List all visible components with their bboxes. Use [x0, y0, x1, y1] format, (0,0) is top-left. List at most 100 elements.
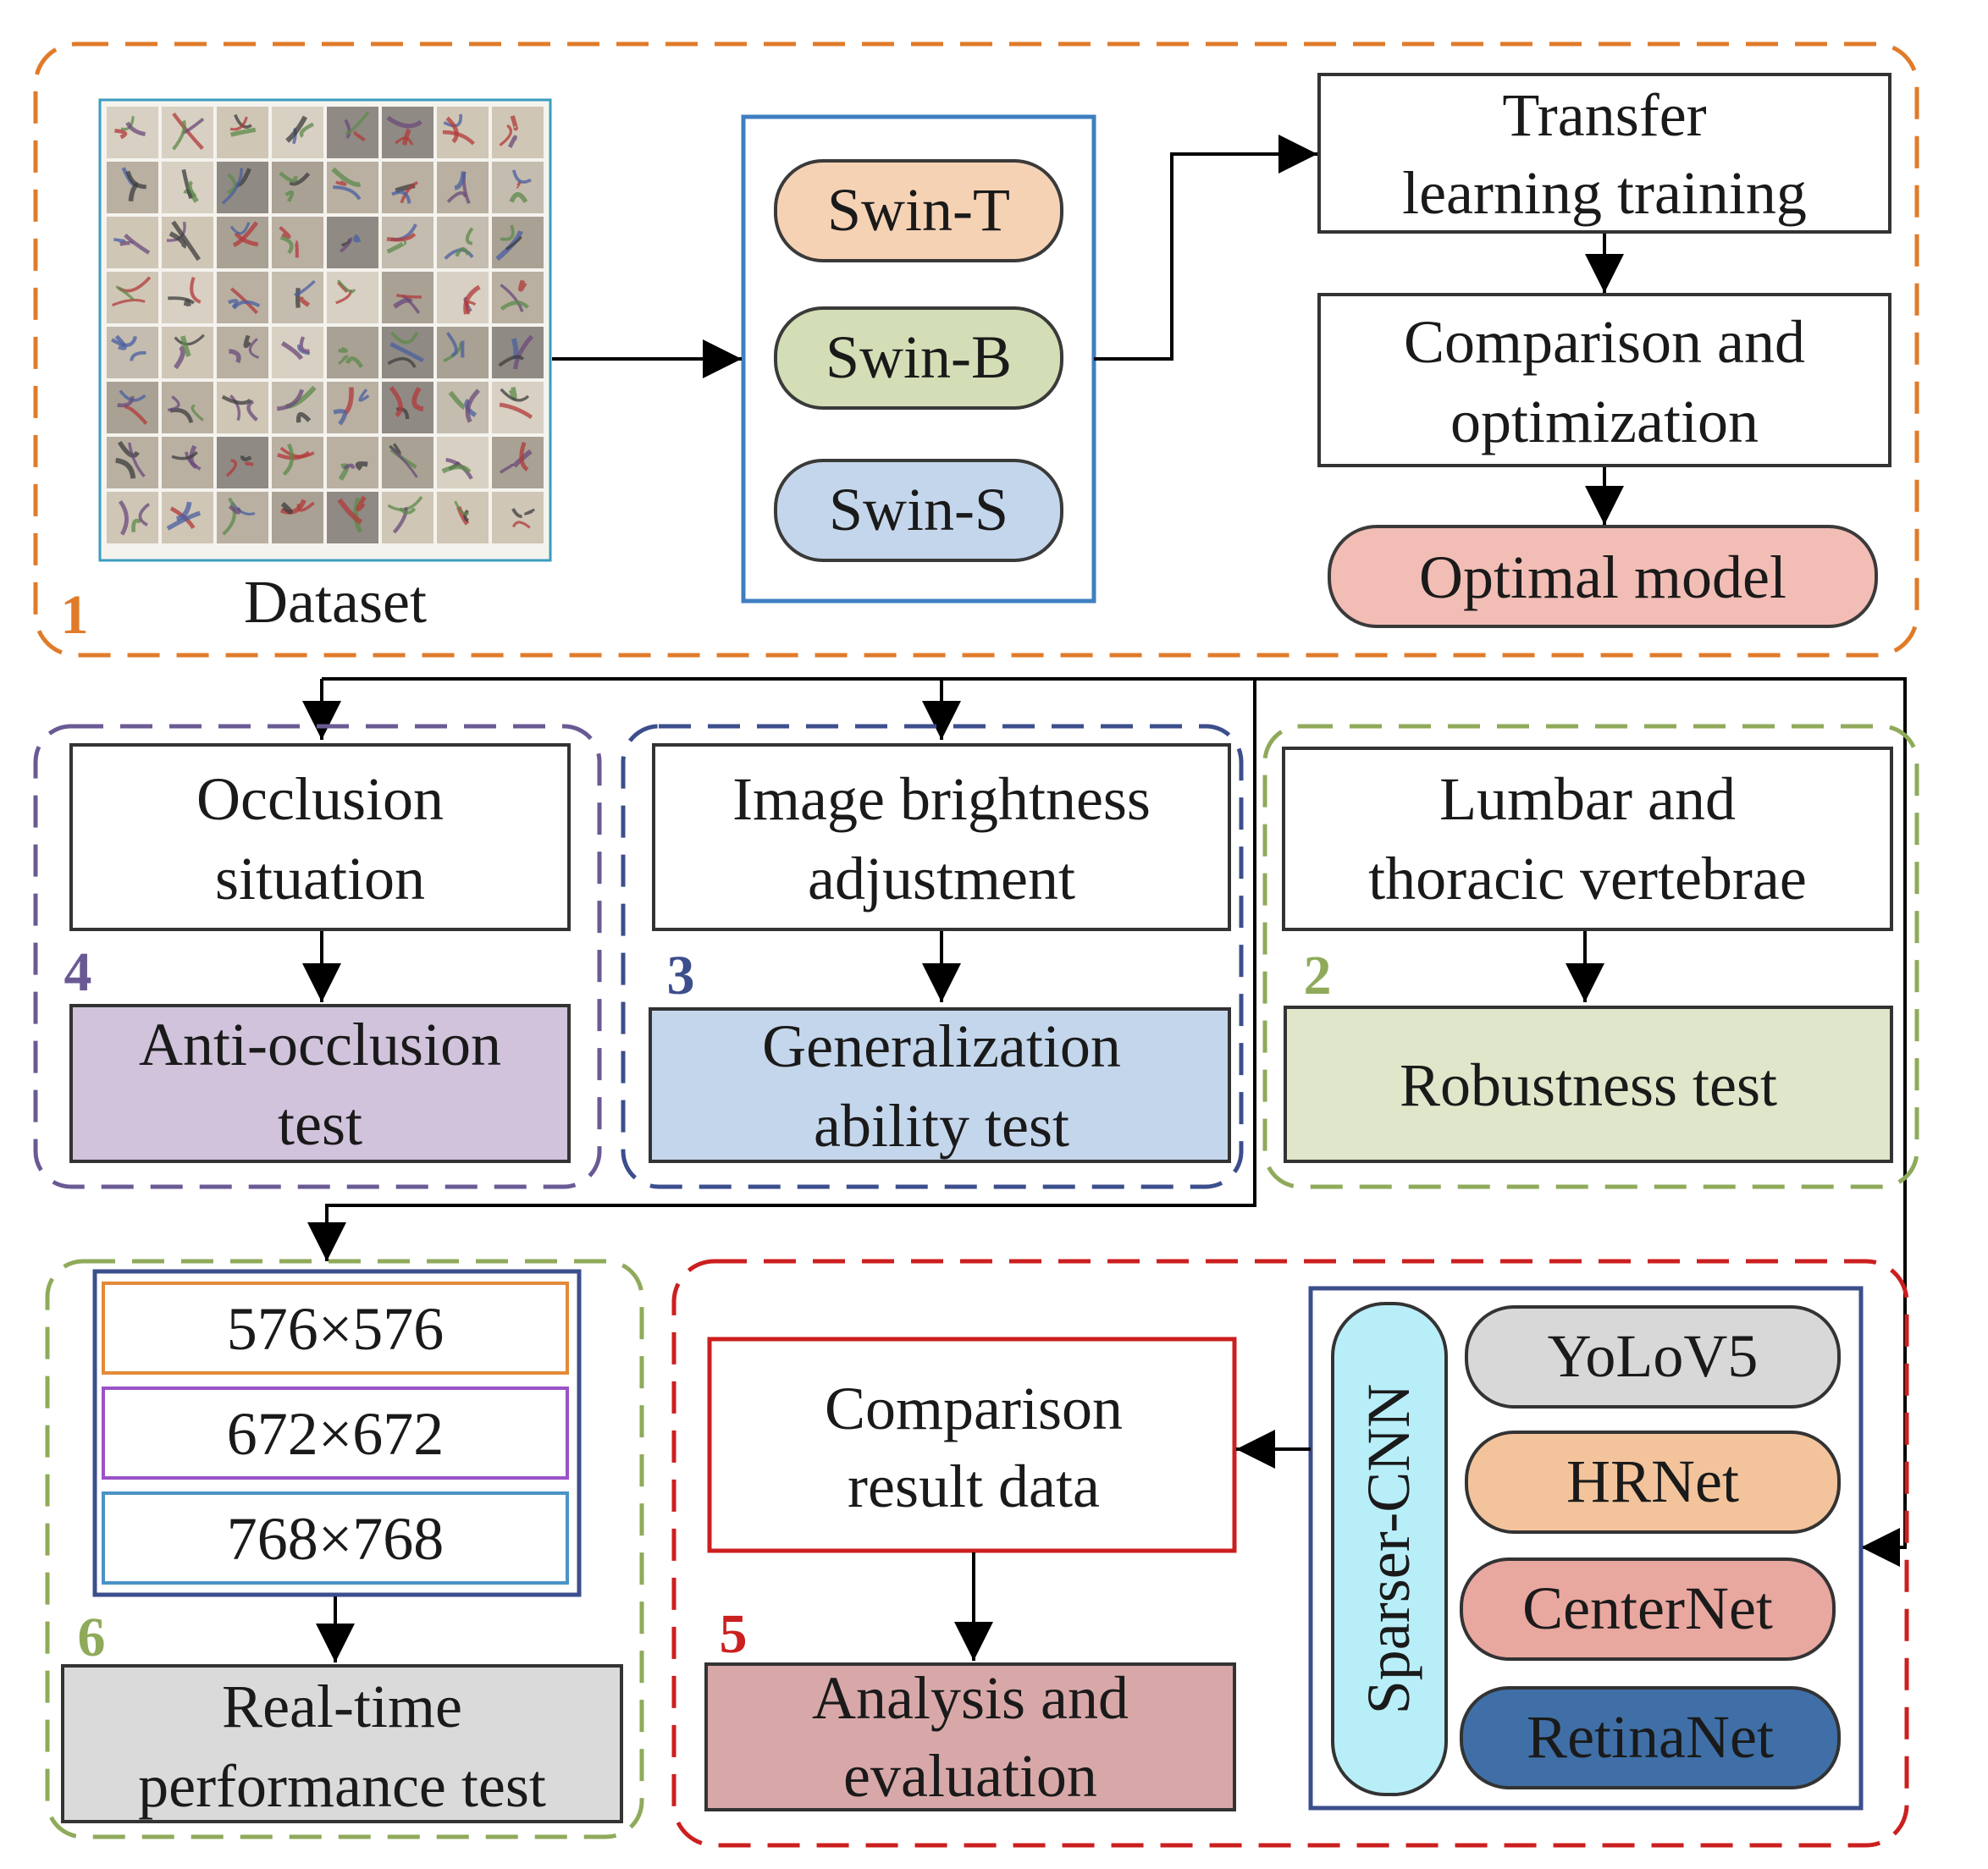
dataset-thumbnail-stroke — [445, 116, 459, 144]
swin-b-label: Swin-B — [826, 323, 1012, 391]
dataset-thumbnail-stroke — [279, 499, 306, 515]
dataset-thumbnail-stroke — [454, 171, 467, 190]
retinanet-label: RetinaNet — [1527, 1703, 1774, 1771]
dataset-thumbnail-stroke — [181, 168, 193, 200]
connector-to-section6 — [307, 679, 1256, 1261]
swin-t-pill — [774, 159, 1063, 262]
dataset-thumbnail-stroke — [524, 508, 535, 515]
dataset-thumbnail-stroke — [114, 334, 127, 350]
transfer-learning-box — [1317, 73, 1891, 234]
generalization-line2: ability test — [814, 1092, 1069, 1160]
swin-b-pill — [774, 306, 1063, 410]
dataset-thumbnail-stroke — [138, 503, 151, 527]
dataset-thumbnail — [107, 327, 158, 378]
dataset-thumbnail-stroke — [411, 386, 424, 412]
dataset-thumbnail-stroke — [448, 390, 466, 410]
dataset-thumbnail-stroke — [500, 284, 524, 312]
dataset-thumbnail-stroke — [229, 222, 251, 235]
dataset-thumbnail-stroke — [345, 111, 370, 135]
dataset-thumbnail-stroke — [390, 448, 418, 478]
dataset-thumbnail — [492, 492, 544, 543]
dataset-thumbnail-stroke — [230, 127, 257, 137]
section4-frame — [33, 724, 602, 1189]
dataset-thumbnail-stroke — [386, 240, 407, 254]
dataset-thumbnail-stroke — [356, 495, 367, 512]
dataset-thumbnail-stroke — [228, 504, 241, 515]
dataset-thumbnail-stroke — [441, 464, 472, 474]
anti-occlusion-line2: test — [278, 1090, 362, 1158]
dataset-thumbnail-stroke — [191, 404, 204, 422]
lumbar-box — [1282, 747, 1893, 931]
lumbar-line1: Lumbar and — [1439, 765, 1736, 833]
dataset-thumbnail-stroke — [508, 386, 517, 400]
robustness-label: Robustness test — [1400, 1051, 1777, 1119]
dataset-thumbnail-stroke — [189, 444, 198, 470]
dataset-thumbnail — [217, 492, 268, 543]
dataset-thumbnail-stroke — [174, 334, 205, 346]
dataset-thumbnail-stroke — [455, 246, 470, 257]
dataset-thumbnail-stroke — [230, 287, 258, 315]
optimal-model-pill — [1328, 525, 1878, 628]
dataset-thumbnail — [327, 437, 378, 488]
dataset-thumbnail-stroke — [299, 336, 310, 353]
dataset-thumbnail-stroke — [221, 394, 252, 405]
dataset-thumbnail-stroke — [511, 521, 531, 529]
dataset-thumbnail — [217, 327, 268, 378]
comparison-line2: optimization — [1450, 388, 1759, 455]
dataset-thumbnail-stroke — [229, 116, 248, 131]
dataset-thumbnail-stroke — [507, 135, 517, 148]
dataset-thumbnail — [437, 217, 489, 268]
dataset-thumbnail-stroke — [519, 441, 529, 472]
dataset-thumbnail — [382, 492, 433, 543]
dataset-thumbnail-stroke — [333, 185, 362, 201]
dataset-thumbnail-stroke — [509, 192, 528, 204]
dataset-thumbnail-stroke — [180, 335, 191, 358]
res-768-label: 768×768 — [227, 1505, 445, 1573]
dataset-thumbnail-stroke — [293, 279, 316, 296]
dataset-thumbnail — [382, 217, 433, 268]
transfer-line1: Transfer — [1502, 81, 1706, 149]
dataset-thumbnail — [492, 272, 544, 323]
generalization-line1: Generalization — [762, 1012, 1121, 1080]
dataset-thumbnail-stroke — [280, 341, 304, 361]
dataset-thumbnail-stroke — [499, 463, 514, 474]
realtime-box — [61, 1664, 623, 1823]
dataset-thumbnail-stroke — [465, 389, 481, 423]
dataset-thumbnail — [327, 107, 378, 158]
dataset-thumbnail-stroke — [234, 231, 259, 247]
centernet-label: CenterNet — [1522, 1574, 1773, 1642]
dataset-thumbnail-stroke — [513, 334, 534, 370]
dataset-thumbnail-stroke — [229, 349, 241, 364]
dataset-thumbnail-stroke — [172, 119, 186, 151]
dataset-thumbnail — [217, 382, 268, 433]
dataset-thumbnail-stroke — [284, 190, 295, 202]
dataset-thumbnail-stroke — [401, 128, 411, 146]
dataset-thumbnail-stroke — [248, 338, 260, 359]
arrow-swin-to-transfer — [1094, 135, 1317, 361]
occlusion-line2: situation — [215, 845, 425, 912]
dataset-thumbnail-stroke — [110, 335, 138, 347]
dataset-thumbnail-stroke — [168, 296, 196, 305]
dataset-thumbnail-stroke — [245, 461, 254, 466]
dataset-thumbnail-stroke — [358, 389, 370, 402]
swin-t-label: Swin-T — [827, 176, 1010, 244]
comparison-result-box — [707, 1337, 1237, 1553]
dataset-thumbnail-stroke — [499, 124, 513, 146]
dataset-thumbnail-stroke — [183, 299, 192, 307]
dataset-thumbnail-stroke — [130, 350, 146, 361]
dataset-thumbnail-stroke — [505, 235, 522, 251]
dataset-thumbnail — [327, 217, 378, 268]
res-576-label: 576×576 — [227, 1295, 445, 1363]
dataset-thumbnail-stroke — [355, 460, 368, 471]
dataset-thumbnail-stroke — [390, 331, 419, 345]
dataset-thumbnail-stroke — [500, 388, 530, 402]
dataset-thumbnail-stroke — [391, 190, 411, 204]
dataset-thumbnail-stroke — [279, 235, 294, 255]
anti-occlusion-box — [69, 1004, 571, 1163]
dataset-thumbnail — [437, 437, 489, 488]
dataset-thumbnail-stroke — [243, 334, 251, 349]
dataset-thumbnail-stroke — [465, 227, 474, 245]
dataset-thumbnail — [382, 382, 433, 433]
occlusion-box — [69, 743, 571, 931]
